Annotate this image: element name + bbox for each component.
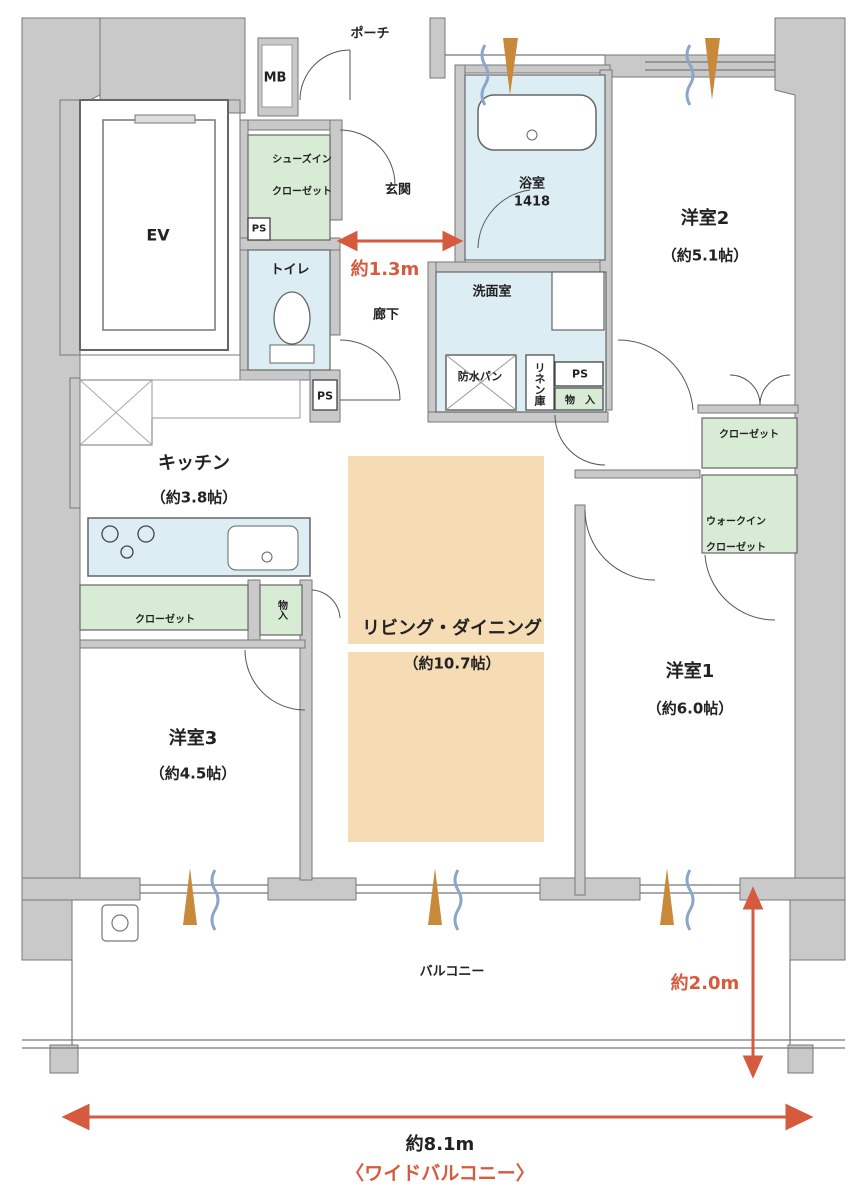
burner-3: [120, 545, 134, 559]
corridor-width-label: 約1.3m: [350, 259, 420, 280]
living-floor-lower: [348, 652, 544, 842]
bottom-wall-mid1: [267, 877, 357, 901]
western1-label: 洋室1: [665, 661, 715, 682]
linen-box: [525, 354, 555, 411]
living-floor-upper: [348, 456, 544, 644]
waterproof-pan-label: 防水パン: [457, 370, 503, 383]
kitchen-label: キッチン: [158, 453, 230, 474]
burner-2: [137, 525, 155, 543]
walkin-label-2: クローゼット: [706, 542, 766, 554]
living-area-label: （約10.7帖）: [403, 654, 501, 673]
balcony-left-base: [49, 1044, 79, 1074]
toilet-label: トイレ: [270, 262, 310, 278]
balcony-right-base: [787, 1044, 814, 1074]
living-label: リビング・ダイニング: [362, 618, 542, 639]
balcony-label: バルコニー: [419, 964, 485, 980]
bath-label: 浴室: [518, 176, 546, 192]
bottom-wall-mid2: [539, 877, 641, 901]
sink-drain: [261, 551, 273, 563]
vent-arrows: [183, 38, 720, 925]
kitchen-closet: [79, 584, 249, 631]
linen-label: リネン庫: [533, 362, 546, 406]
walkin-closet: [701, 474, 798, 554]
balcony-right-post: [789, 899, 846, 961]
storage-box: [259, 584, 303, 636]
kitchen-area-label: （約3.8帖）: [150, 488, 238, 507]
balcony-width-label: 約8.1m: [405, 1134, 475, 1155]
storage-1-box: [554, 387, 604, 411]
balcony-depth-label: 約2.0m: [670, 973, 740, 994]
ps-box-1: [247, 217, 271, 241]
corridor-label: 廊下: [372, 307, 400, 323]
top-wall-mid: [429, 17, 446, 79]
airflow-lines: [210, 44, 695, 931]
r2-closet-label: クローゼット: [719, 429, 779, 441]
ps-label-2: PS: [317, 389, 333, 403]
washroom-label: 洗面室: [472, 284, 512, 300]
western2-area-label: （約5.1帖）: [661, 246, 749, 265]
closets: [79, 134, 798, 636]
bath-drain: [526, 129, 538, 141]
storage-1-label: 物 入: [565, 395, 595, 407]
western1-area-label: （約6.0帖）: [646, 699, 734, 718]
porch-label: ポーチ: [350, 26, 390, 42]
western3-area-label: （約4.5帖）: [149, 764, 237, 783]
r2-closet: [701, 417, 798, 469]
shoes-closet-label-2: クローゼット: [272, 186, 332, 198]
genkan-label: 玄関: [384, 182, 412, 198]
western3-label: 洋室3: [168, 728, 218, 749]
doors: [244, 49, 791, 711]
burner-1: [101, 525, 119, 543]
top-wall-ev: [99, 17, 246, 114]
ev-label: EV: [146, 225, 170, 245]
walkin-label-1: ウォークイン: [706, 516, 766, 528]
ps-box-3: [554, 361, 604, 387]
balcony-sink: [101, 904, 139, 942]
shoes-closet-label-1: シューズイン: [272, 154, 332, 166]
dimension-arrows: [61, 230, 814, 1131]
toilet-bowl: [273, 291, 311, 345]
western2-label: 洋室2: [680, 208, 730, 229]
kitchen-upper-shelf: [151, 379, 301, 419]
bath-size-label: 1418: [513, 194, 551, 210]
kitchen-sink: [227, 525, 299, 571]
elevator: [79, 99, 229, 351]
toilet-tank: [269, 344, 315, 364]
balcony: [22, 904, 845, 1049]
storage-2-label: 物入: [275, 600, 287, 620]
ps-label-1: PS: [251, 223, 267, 235]
balcony-left-post: [21, 899, 73, 961]
kitchen-closet-label: クローゼット: [135, 614, 195, 626]
bottom-wall-left: [21, 877, 141, 901]
mb-inner: [261, 44, 293, 108]
bathtub: [477, 94, 597, 151]
ps-label-3: PS: [572, 367, 588, 381]
ps-box-2: [312, 379, 338, 411]
wide-balcony-label: 〈ワイドバルコニー〉: [345, 1162, 535, 1185]
mb-label: MB: [263, 70, 287, 86]
wash-basin: [551, 271, 605, 331]
